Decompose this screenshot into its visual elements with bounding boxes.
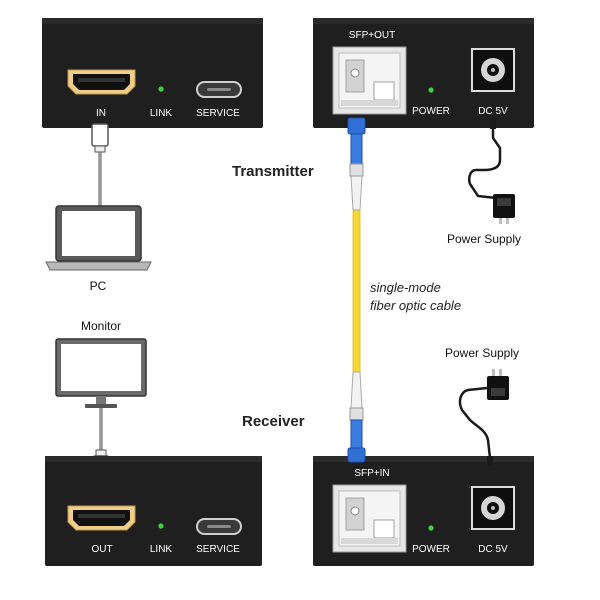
port-label-link: LINK <box>150 544 173 555</box>
device-top-edge <box>313 18 534 24</box>
power-supply-top-icon <box>468 119 515 224</box>
device-top-edge <box>45 456 262 462</box>
port-label-service: SERVICE <box>196 108 240 119</box>
transmitter-remote-panel: SFP+OUT POWER DC 5V <box>313 18 534 128</box>
hdmi-cable-top <box>91 123 109 206</box>
port-label-sfp-out: SFP+OUT <box>349 30 395 41</box>
port-label-in: IN <box>96 108 106 119</box>
monitor-label: Monitor <box>81 319 121 333</box>
sfp-port-icon <box>332 46 407 115</box>
laptop-icon <box>45 205 152 271</box>
receiver-label: Receiver <box>242 413 305 430</box>
transmitter-label: Transmitter <box>232 163 314 180</box>
receiver-local-panel: OUT LINK SERVICE <box>45 456 262 566</box>
transmitter-local-panel: IN LINK SERVICE <box>42 18 263 128</box>
hdmi-port-icon <box>67 505 136 531</box>
dc-jack-icon <box>471 486 515 530</box>
port-label-power: POWER <box>412 106 450 117</box>
device-body <box>42 18 263 128</box>
receiver-remote-panel: SFP+IN POWER DC 5V <box>313 456 534 566</box>
usb-c-port-icon <box>196 81 242 98</box>
device-top-edge <box>42 18 263 24</box>
power-led-icon <box>428 87 434 93</box>
link-led-icon <box>158 523 164 529</box>
usb-c-port-icon <box>196 518 242 535</box>
link-led-icon <box>158 86 164 92</box>
port-label-power: POWER <box>412 544 450 555</box>
device-top-edge <box>313 456 534 462</box>
hdmi-port-icon <box>67 69 136 95</box>
port-label-dc: DC 5V <box>478 544 508 555</box>
power-led-icon <box>428 525 434 531</box>
device-body <box>45 456 262 566</box>
fiber-optic-cable <box>347 117 366 463</box>
cable-label-line1: single-mode <box>370 280 441 295</box>
sfp-port-icon <box>332 484 407 553</box>
port-label-out: OUT <box>91 544 112 555</box>
power-supply-bottom-icon <box>458 369 509 466</box>
dc-jack-icon <box>471 48 515 92</box>
port-label-dc: DC 5V <box>478 106 508 117</box>
monitor-icon <box>55 338 147 408</box>
port-label-sfp-in: SFP+IN <box>354 468 389 479</box>
port-label-service: SERVICE <box>196 544 240 555</box>
port-label-link: LINK <box>150 108 173 119</box>
pc-label: PC <box>90 279 107 293</box>
power-supply-top-label: Power Supply <box>447 232 521 246</box>
power-supply-bottom-label: Power Supply <box>445 346 519 360</box>
cable-label-line2: fiber optic cable <box>370 298 461 313</box>
